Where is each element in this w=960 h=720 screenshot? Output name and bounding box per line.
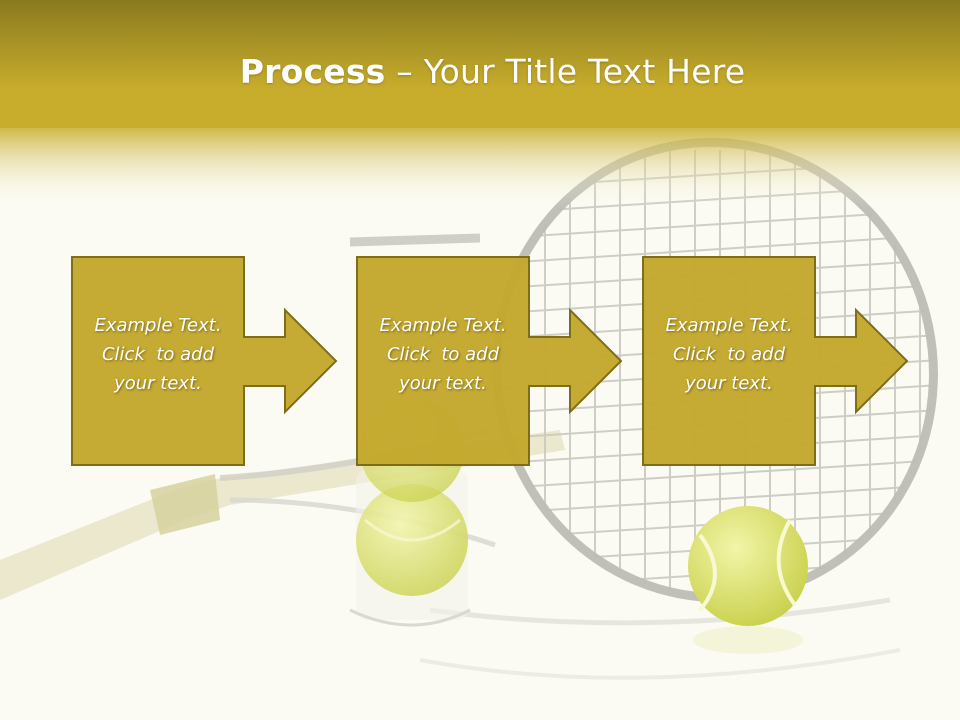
step-3-text[interactable]: Example Text. Click to add your text. — [643, 311, 815, 398]
step-1-line-2: Click to add — [101, 344, 214, 365]
slide-title[interactable]: Process – Your Title Text Here — [0, 52, 960, 91]
step-3-line-2: Click to add — [672, 344, 785, 365]
title-rest: – Your Title Text Here — [385, 52, 746, 91]
title-bold: Process — [239, 52, 386, 91]
step-1-line-1: Example Text. — [94, 315, 222, 336]
step-1-shape[interactable] — [71, 256, 338, 466]
step-2-line-1: Example Text. — [379, 315, 507, 336]
step-3-line-1: Example Text. — [665, 315, 793, 336]
step-2-line-3: your text. — [399, 373, 487, 394]
step-2-shape[interactable] — [356, 256, 623, 466]
step-2-text[interactable]: Example Text. Click to add your text. — [357, 311, 529, 398]
step-1-line-3: your text. — [114, 373, 202, 394]
step-3-line-3: your text. — [685, 373, 773, 394]
step-2-line-2: Click to add — [386, 344, 499, 365]
step-3-shape[interactable] — [642, 256, 909, 466]
step-1-text[interactable]: Example Text. Click to add your text. — [72, 311, 244, 398]
